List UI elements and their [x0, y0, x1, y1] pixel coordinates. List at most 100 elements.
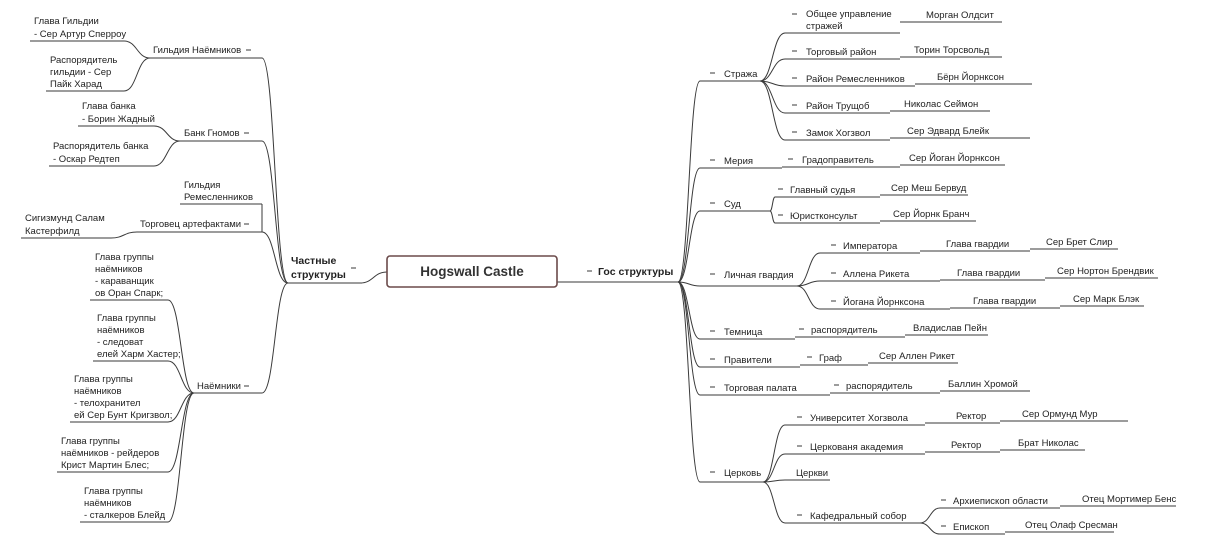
- connector: [153, 125, 181, 142]
- person-rulers[interactable]: Сер Аллен Рикет: [879, 351, 956, 362]
- connector: [677, 281, 701, 483]
- connector: [123, 40, 151, 59]
- leaf-mayor-role[interactable]: Градоправитель: [802, 155, 874, 166]
- leaf-churches[interactable]: Церкви: [796, 468, 828, 479]
- connector: [677, 167, 701, 283]
- person-trade-chamber[interactable]: Баллин Хромой: [948, 379, 1018, 390]
- connector: [167, 299, 195, 394]
- branch-mercenaries[interactable]: Наёмники: [197, 381, 241, 392]
- connector: [123, 57, 151, 92]
- person-lawyer[interactable]: Сер Йорнк Бранч: [893, 208, 970, 220]
- leaf-pg-emperor[interactable]: Императора: [843, 241, 898, 252]
- person-university[interactable]: Сер Ормунд Мур: [1022, 409, 1098, 420]
- leaf-cathedral[interactable]: Кафедральный собор: [810, 511, 906, 522]
- branch-court[interactable]: Суд: [724, 199, 741, 210]
- leaf-university[interactable]: Университет Хогзвола: [810, 413, 909, 424]
- branch-church[interactable]: Церковь: [724, 468, 761, 479]
- person-academy[interactable]: Брат Николас: [1018, 438, 1079, 449]
- leaf-guard-craft[interactable]: Район Ремесленников: [806, 74, 905, 85]
- leaf-bishop[interactable]: Епископ: [953, 522, 989, 533]
- branch-artifact-trader[interactable]: Торговец артефактами: [140, 219, 241, 230]
- leaf-archbishop[interactable]: Архиепископ области: [953, 496, 1048, 507]
- person-dungeon[interactable]: Владислав Пейн: [913, 323, 987, 334]
- connector: [796, 280, 821, 287]
- leaf-academy[interactable]: Церкованя академия: [810, 442, 903, 453]
- center-node[interactable]: Hogswall Castle: [386, 255, 558, 288]
- leaf-pg-emperor-role[interactable]: Глава гвардии: [946, 239, 1009, 250]
- person-mayor[interactable]: Сер Йоган Йорнксон: [909, 152, 1000, 164]
- connector: [677, 281, 701, 368]
- person-pg-allen[interactable]: Сер Нортон Брендвик: [1057, 266, 1155, 277]
- leaf-academy-role[interactable]: Ректор: [951, 440, 981, 451]
- person-pg-emperor[interactable]: Сер Брет Слир: [1046, 237, 1113, 248]
- leaf-trade-chamber-role[interactable]: распорядитель: [846, 381, 913, 392]
- connector: [762, 479, 786, 483]
- connector: [261, 282, 289, 394]
- branch-guild-mercenaries[interactable]: Гильдия Наёмников: [153, 45, 241, 56]
- connector-lines: [21, 13, 1176, 535]
- person-archbishop[interactable]: Отец Мортимер Бенс: [1082, 494, 1177, 505]
- leaf-lawyer[interactable]: Юристконсульт: [790, 211, 858, 222]
- connector: [677, 281, 701, 396]
- branch-trade-chamber[interactable]: Торговая палата: [724, 383, 797, 394]
- connector: [796, 285, 821, 310]
- branch-state-structures[interactable]: Гос структуры: [598, 266, 673, 278]
- person-guard-castle[interactable]: Сер Эдвард Блейк: [907, 126, 990, 137]
- leaf-pg-yogan[interactable]: Йогана Йорнксона: [843, 296, 925, 308]
- branch-rulers[interactable]: Правители: [724, 355, 772, 366]
- leaf-rulers-role[interactable]: Граф: [819, 353, 842, 364]
- center-node-label: Hogswall Castle: [420, 264, 524, 279]
- person-guard-craft[interactable]: Бёрн Йорнксон: [937, 71, 1004, 83]
- person-guard-general[interactable]: Морган Олдсит: [926, 10, 994, 21]
- leaf-judge[interactable]: Главный судья: [790, 185, 855, 196]
- leaf-pg-yogan-role[interactable]: Глава гвардии: [973, 296, 1036, 307]
- leaf-bank-head[interactable]: Глава банка- Борин Жадный: [82, 101, 155, 125]
- leaf-university-role[interactable]: Ректор: [956, 411, 986, 422]
- connector: [167, 392, 195, 523]
- connector: [153, 140, 181, 167]
- connector: [762, 424, 786, 483]
- connector: [261, 140, 289, 284]
- leaf-pg-allen[interactable]: Аллена Рикета: [843, 269, 910, 280]
- person-guard-trade[interactable]: Торин Торсвольд: [914, 45, 990, 56]
- branch-guard[interactable]: Стража: [724, 69, 758, 80]
- person-guard-slums[interactable]: Николас Сеймон: [904, 99, 978, 110]
- connector: [759, 80, 786, 141]
- connector: [167, 392, 195, 473]
- connector: [167, 360, 195, 394]
- leaf-guard-castle[interactable]: Замок Хогзвол: [806, 128, 870, 139]
- connector: [759, 58, 786, 82]
- person-judge[interactable]: Сер Меш Бервуд: [891, 183, 967, 194]
- leaf-guard-trade[interactable]: Торговый район: [806, 47, 876, 58]
- connector: [359, 271, 388, 284]
- leaf-guild-head[interactable]: Глава Гильдии- Сер Артур Сперроу: [34, 16, 126, 40]
- leaf-pg-allen-role[interactable]: Глава гвардии: [957, 268, 1020, 279]
- connector: [261, 57, 289, 284]
- connector: [762, 453, 786, 483]
- person-pg-yogan[interactable]: Сер Марк Блэк: [1073, 294, 1140, 305]
- leaf-dungeon-role[interactable]: распорядитель: [811, 325, 878, 336]
- connector: [769, 196, 776, 212]
- leaf-guard-slums[interactable]: Район Трущоб: [806, 101, 870, 112]
- leaf-bank-manager[interactable]: Распорядитель банка- Оскар Редтеп: [53, 141, 149, 165]
- branch-personal-guard[interactable]: Личная гвардия: [724, 270, 794, 281]
- branch-gnome-bank[interactable]: Банк Гномов: [184, 128, 240, 139]
- branch-mayor[interactable]: Мерия: [724, 156, 753, 167]
- person-bishop[interactable]: Отец Олаф Сресман: [1025, 520, 1118, 531]
- connector: [677, 210, 701, 283]
- connector: [762, 481, 786, 524]
- branch-dungeon[interactable]: Темница: [724, 327, 763, 338]
- connector: [769, 210, 776, 224]
